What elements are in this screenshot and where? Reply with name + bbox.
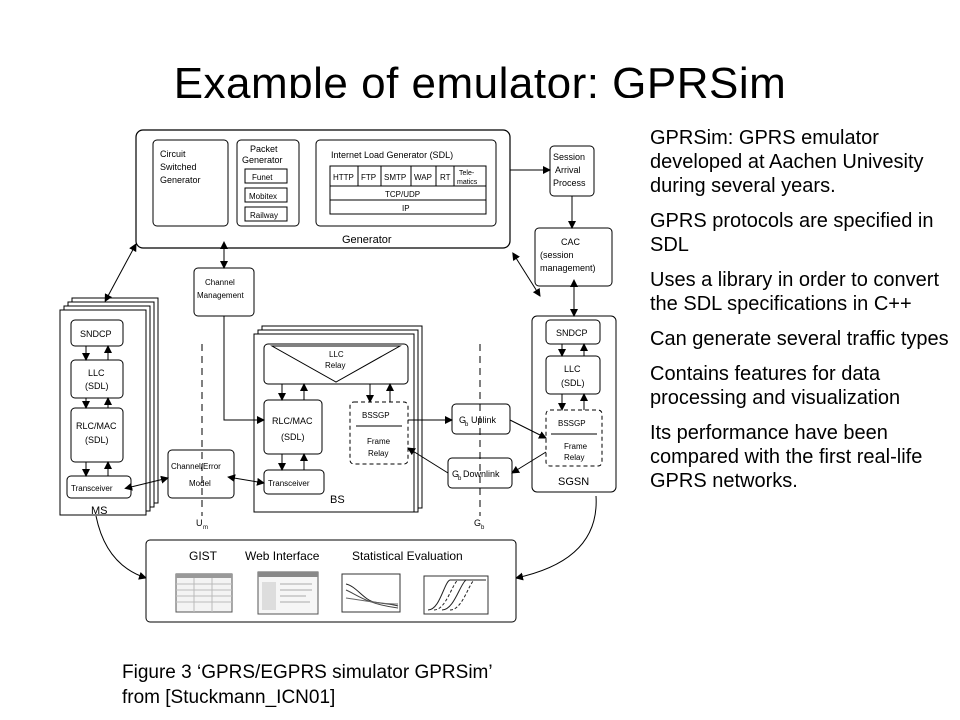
- gb-uplink-sub: b: [465, 422, 469, 428]
- gb-iface-sub: b: [481, 525, 485, 531]
- ms-llc-box: [70, 359, 124, 399]
- railway-box: [244, 206, 288, 222]
- bullet-item: Can generate several traffic types: [650, 328, 949, 350]
- channel-error-model-box: [167, 449, 235, 499]
- sgsn-frame-relay-label: Relay: [564, 453, 584, 462]
- protocol-ftp: FTP: [361, 173, 376, 182]
- gb-downlink-sub: b: [458, 476, 462, 482]
- gb-iface-label: G: [474, 518, 481, 528]
- mobitex-label: Mobitex: [249, 192, 277, 201]
- bs-rlcmac-label: (SDL): [281, 432, 305, 442]
- sgsn-llc-box: [545, 355, 601, 395]
- bs-llc-relay-label: LLC: [329, 350, 344, 359]
- gist-label: GIST: [189, 549, 218, 563]
- protocol-http: HTTP: [333, 173, 354, 182]
- circuit-generator-box: [152, 139, 229, 227]
- sgsn-label: SGSN: [558, 476, 589, 488]
- gb-downlink-label: Downlink: [463, 469, 500, 479]
- bullet-item: Uses a library in order to convert the S…: [650, 269, 940, 315]
- statistics-plot-thumbnail-2: [423, 575, 489, 615]
- session-label: Arrival: [555, 165, 581, 175]
- sgsn-frame-relay-label: Frame: [564, 442, 588, 451]
- circuit-label: Circuit: [160, 149, 186, 159]
- protocol-stack: [329, 165, 487, 215]
- protocol-rt: RT: [440, 173, 451, 182]
- channel-error-label: Channel/Error: [171, 462, 221, 471]
- ms-sndcp-label: SNDCP: [80, 329, 112, 339]
- ms-sndcp-box: [70, 319, 124, 347]
- channel-mgmt-label: Management: [197, 291, 244, 300]
- bullet-list: GPRSim: GPRS emulator developed at Aache…: [650, 126, 950, 504]
- circuit-label: Generator: [160, 175, 201, 185]
- sgsn-sndcp-label: SNDCP: [556, 328, 588, 338]
- bs-frame-relay-label: Frame: [367, 437, 391, 446]
- cac-label: CAC: [561, 237, 581, 247]
- protocol-wap: WAP: [414, 173, 432, 182]
- ip-label: IP: [402, 204, 410, 213]
- gb-uplink-label: Uplink: [471, 415, 497, 425]
- web-interface-thumbnail: [257, 571, 319, 615]
- packet-label: Generator: [242, 155, 283, 165]
- ms-rlcmac-label: RLC/MAC: [76, 421, 117, 431]
- sgsn-bssgp-label: BSSGP: [558, 419, 586, 428]
- mobitex-box: [244, 187, 288, 203]
- circuit-label: Switched: [160, 162, 197, 172]
- bullet-item: GPRSim: GPRS emulator developed at Aache…: [650, 127, 924, 197]
- bs-transceiver-label: Transceiver: [268, 479, 310, 488]
- bullet-item: Contains features for data processing an…: [650, 363, 901, 409]
- bs-frame-relay-label: Relay: [368, 449, 388, 458]
- bs-bssgp-label: BSSGP: [362, 411, 390, 420]
- sgsn-bssgp-box: [545, 409, 603, 467]
- statistical-evaluation-label: Statistical Evaluation: [352, 549, 463, 563]
- sgsn-sndcp-box: [545, 319, 601, 345]
- statistics-plot-thumbnail-1: [341, 573, 401, 613]
- gb-uplink-g: G: [459, 415, 466, 425]
- gb-downlink-g: G: [452, 469, 459, 479]
- protocol-telematics: matics: [457, 179, 478, 186]
- session-label: Session: [553, 152, 585, 162]
- railway-label: Railway: [250, 211, 278, 220]
- channel-mgmt-label: Channel: [205, 278, 235, 287]
- bs-bssgp-box: [349, 401, 409, 465]
- ms-label: MS: [91, 505, 108, 517]
- protocol-telematics: Tele-: [459, 170, 475, 177]
- web-interface-label: Web Interface: [245, 549, 320, 563]
- um-label: U: [196, 518, 203, 528]
- funet-label: Funet: [252, 173, 273, 182]
- session-label: Process: [553, 178, 586, 188]
- slide-title: Example of emulator: GPRSim: [173, 59, 787, 98]
- bullet-item: Its performance have been compared with …: [650, 422, 923, 492]
- bs-rlcmac-label: RLC/MAC: [272, 416, 313, 426]
- bs-label: BS: [330, 494, 345, 506]
- sgsn-llc-label: (SDL): [561, 378, 585, 388]
- ms-rlcmac-label: (SDL): [85, 435, 109, 445]
- ms-llc-label: (SDL): [85, 381, 109, 391]
- generator-label: Generator: [342, 234, 392, 246]
- figure-caption: Figure 3 ‘GPRS/EGPRS simulator GPRSim’ f…: [122, 662, 492, 708]
- ms-rlcmac-box: [70, 407, 124, 463]
- funet-box: [244, 168, 288, 184]
- ms-llc-label: LLC: [88, 368, 105, 378]
- ms-transceiver-label: Transceiver: [71, 484, 113, 493]
- internet-load-label: Internet Load Generator (SDL): [331, 150, 453, 160]
- sgsn-llc-label: LLC: [564, 364, 581, 374]
- packet-label: Packet: [250, 144, 278, 154]
- bs-rlcmac-box: [263, 399, 323, 455]
- cac-label: (session: [540, 250, 574, 260]
- um-sub: m: [203, 525, 208, 531]
- channel-error-label: Model: [189, 479, 211, 488]
- protocol-smtp: SMTP: [384, 173, 406, 182]
- tcp-udp-label: TCP/UDP: [385, 190, 420, 199]
- bs-llc-relay-label: Relay: [325, 361, 345, 370]
- gist-screenshot-thumbnail: [175, 573, 233, 613]
- cac-label: management): [540, 263, 596, 273]
- bullet-item: GPRS protocols are specified in SDL: [650, 210, 934, 256]
